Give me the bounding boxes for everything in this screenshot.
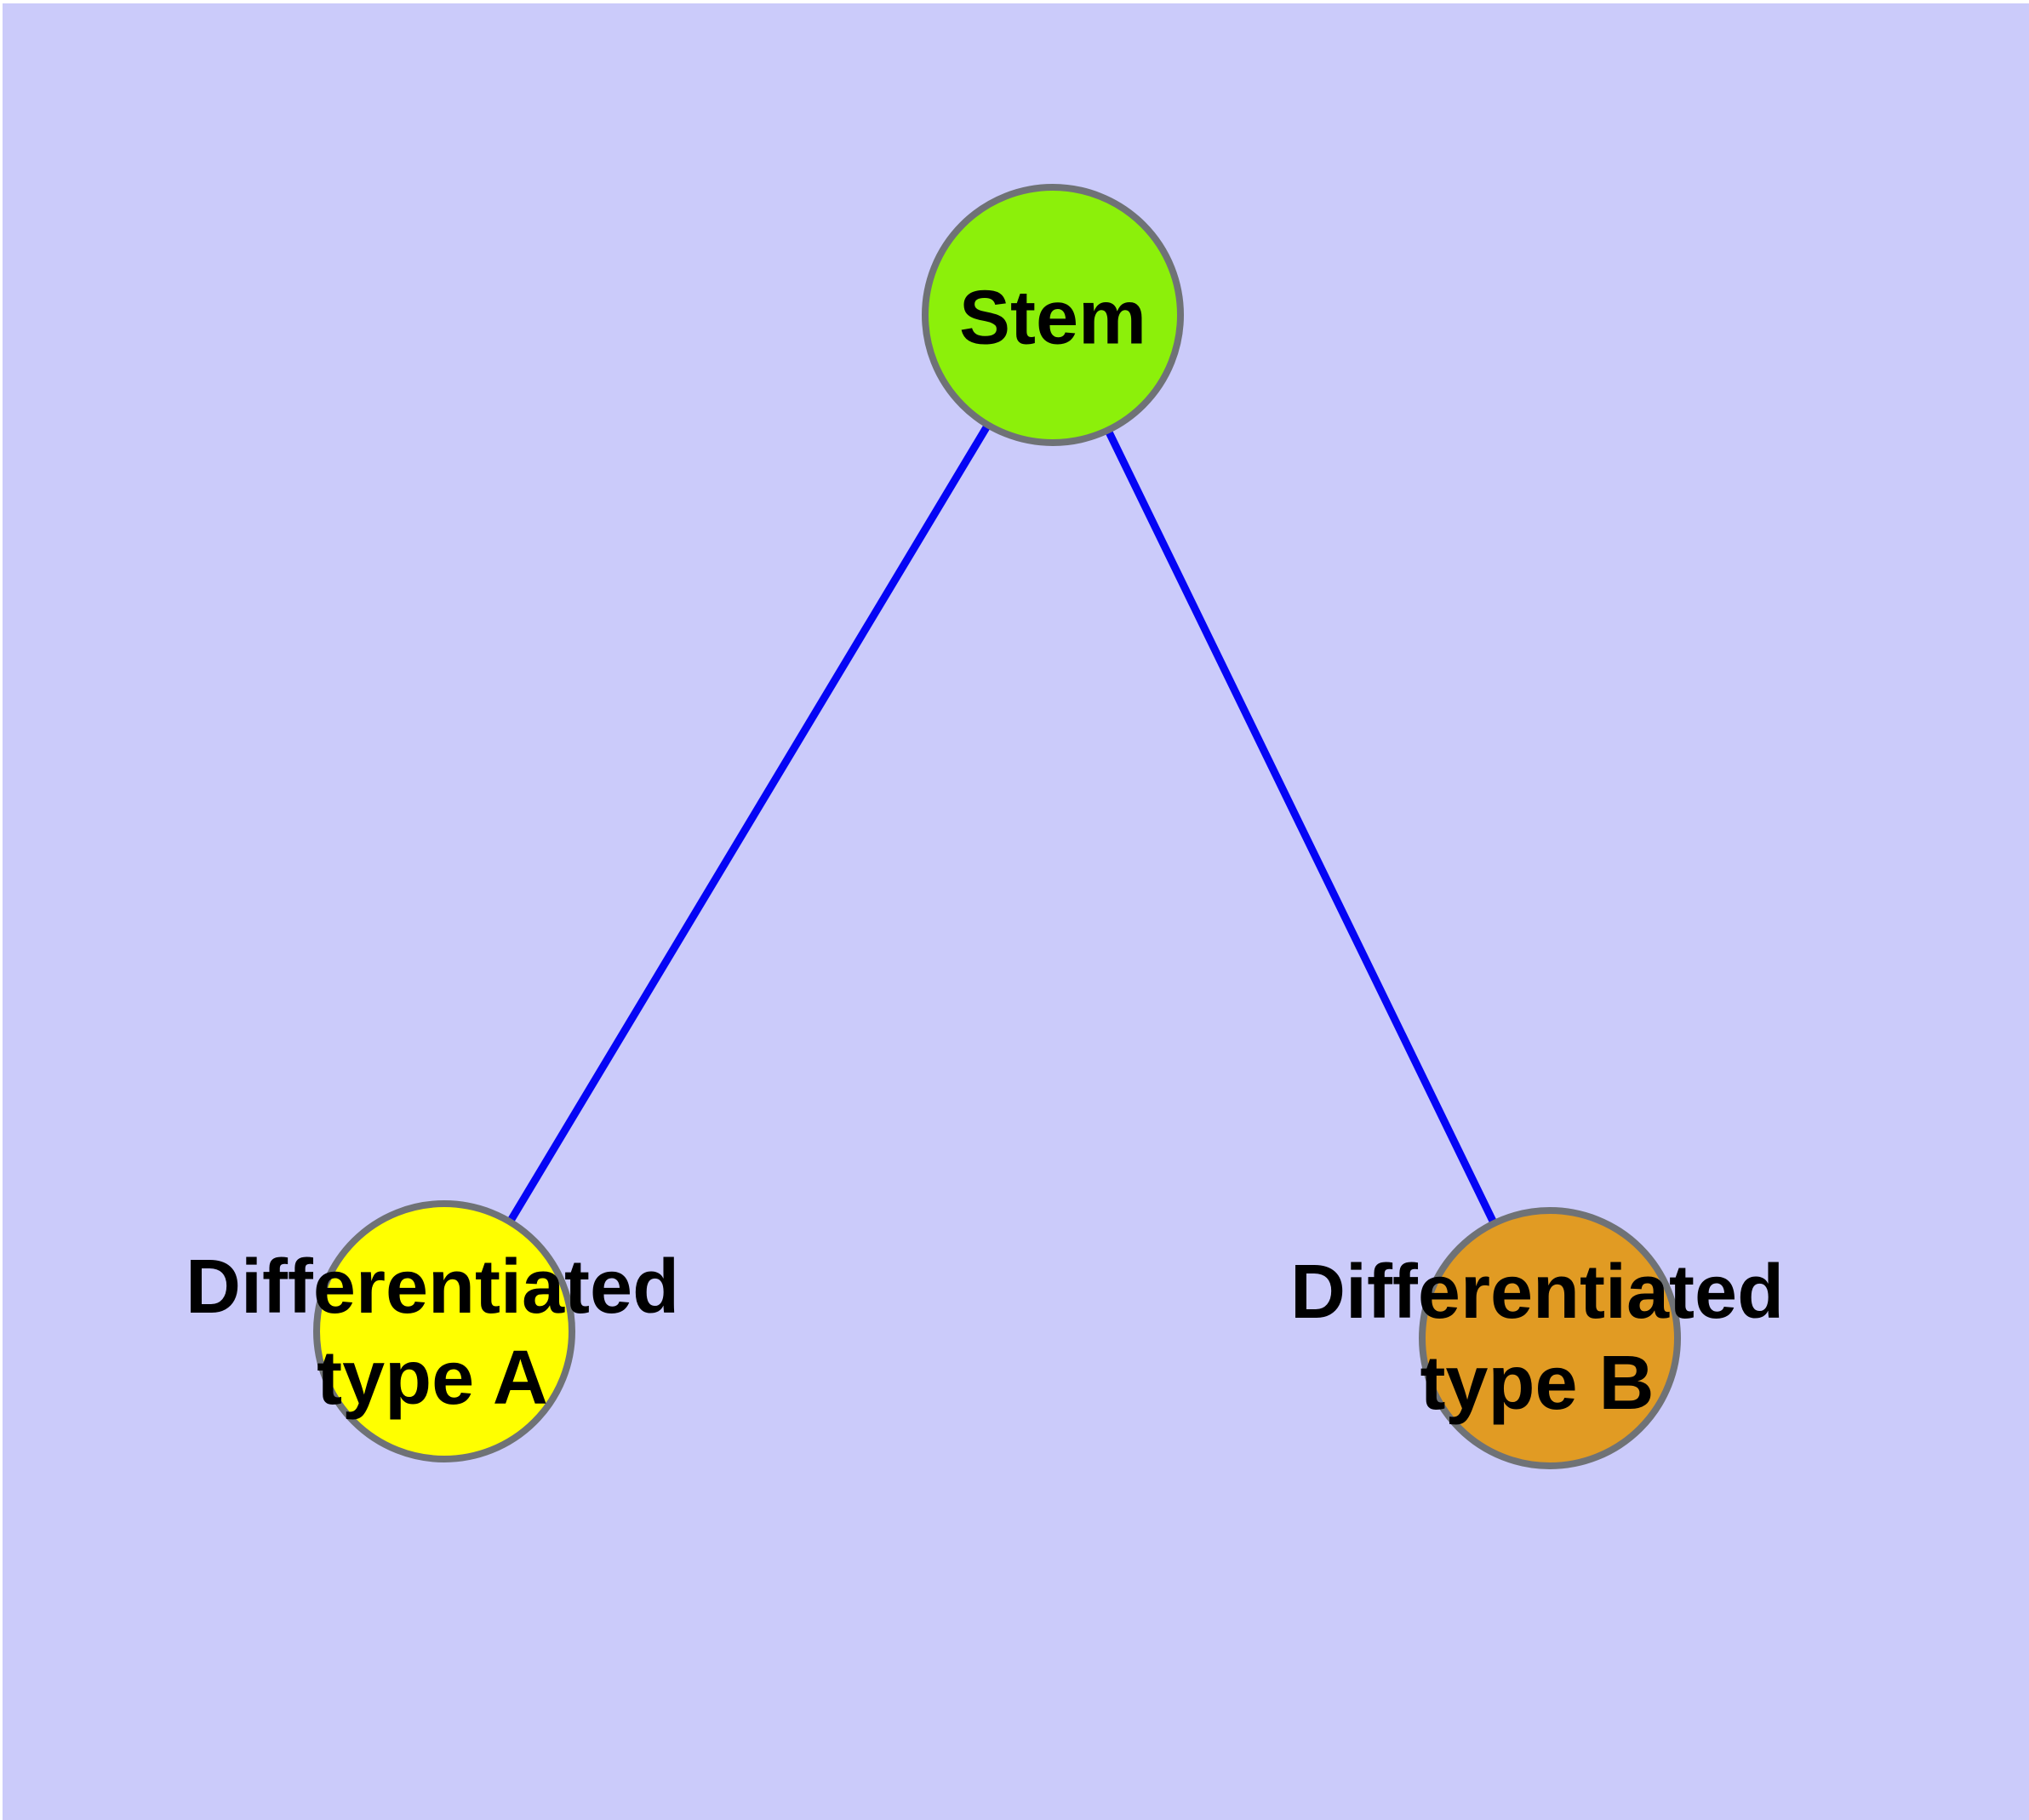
node-type-a-label-line2: type A <box>317 1336 548 1421</box>
node-type-a-label: Differentiated type A <box>186 1242 679 1424</box>
node-type-a-label-line1: Differentiated <box>185 1245 680 1330</box>
edge-stem-to-type-a <box>441 314 1056 1334</box>
edge-stem-to-type-b <box>1049 315 1554 1340</box>
node-stem-label-text: Stem <box>958 275 1147 361</box>
node-type-a-circle <box>313 1200 575 1462</box>
node-type-b-label-line1: Differentiated <box>1289 1250 1785 1335</box>
node-stem-circle <box>922 184 1184 446</box>
node-type-b-label: Differentiated type B <box>1290 1247 1784 1429</box>
node-type-b-label-line2: type B <box>1420 1341 1655 1426</box>
node-type-b-circle <box>1419 1207 1681 1469</box>
node-stem-label: Stem <box>959 273 1146 364</box>
